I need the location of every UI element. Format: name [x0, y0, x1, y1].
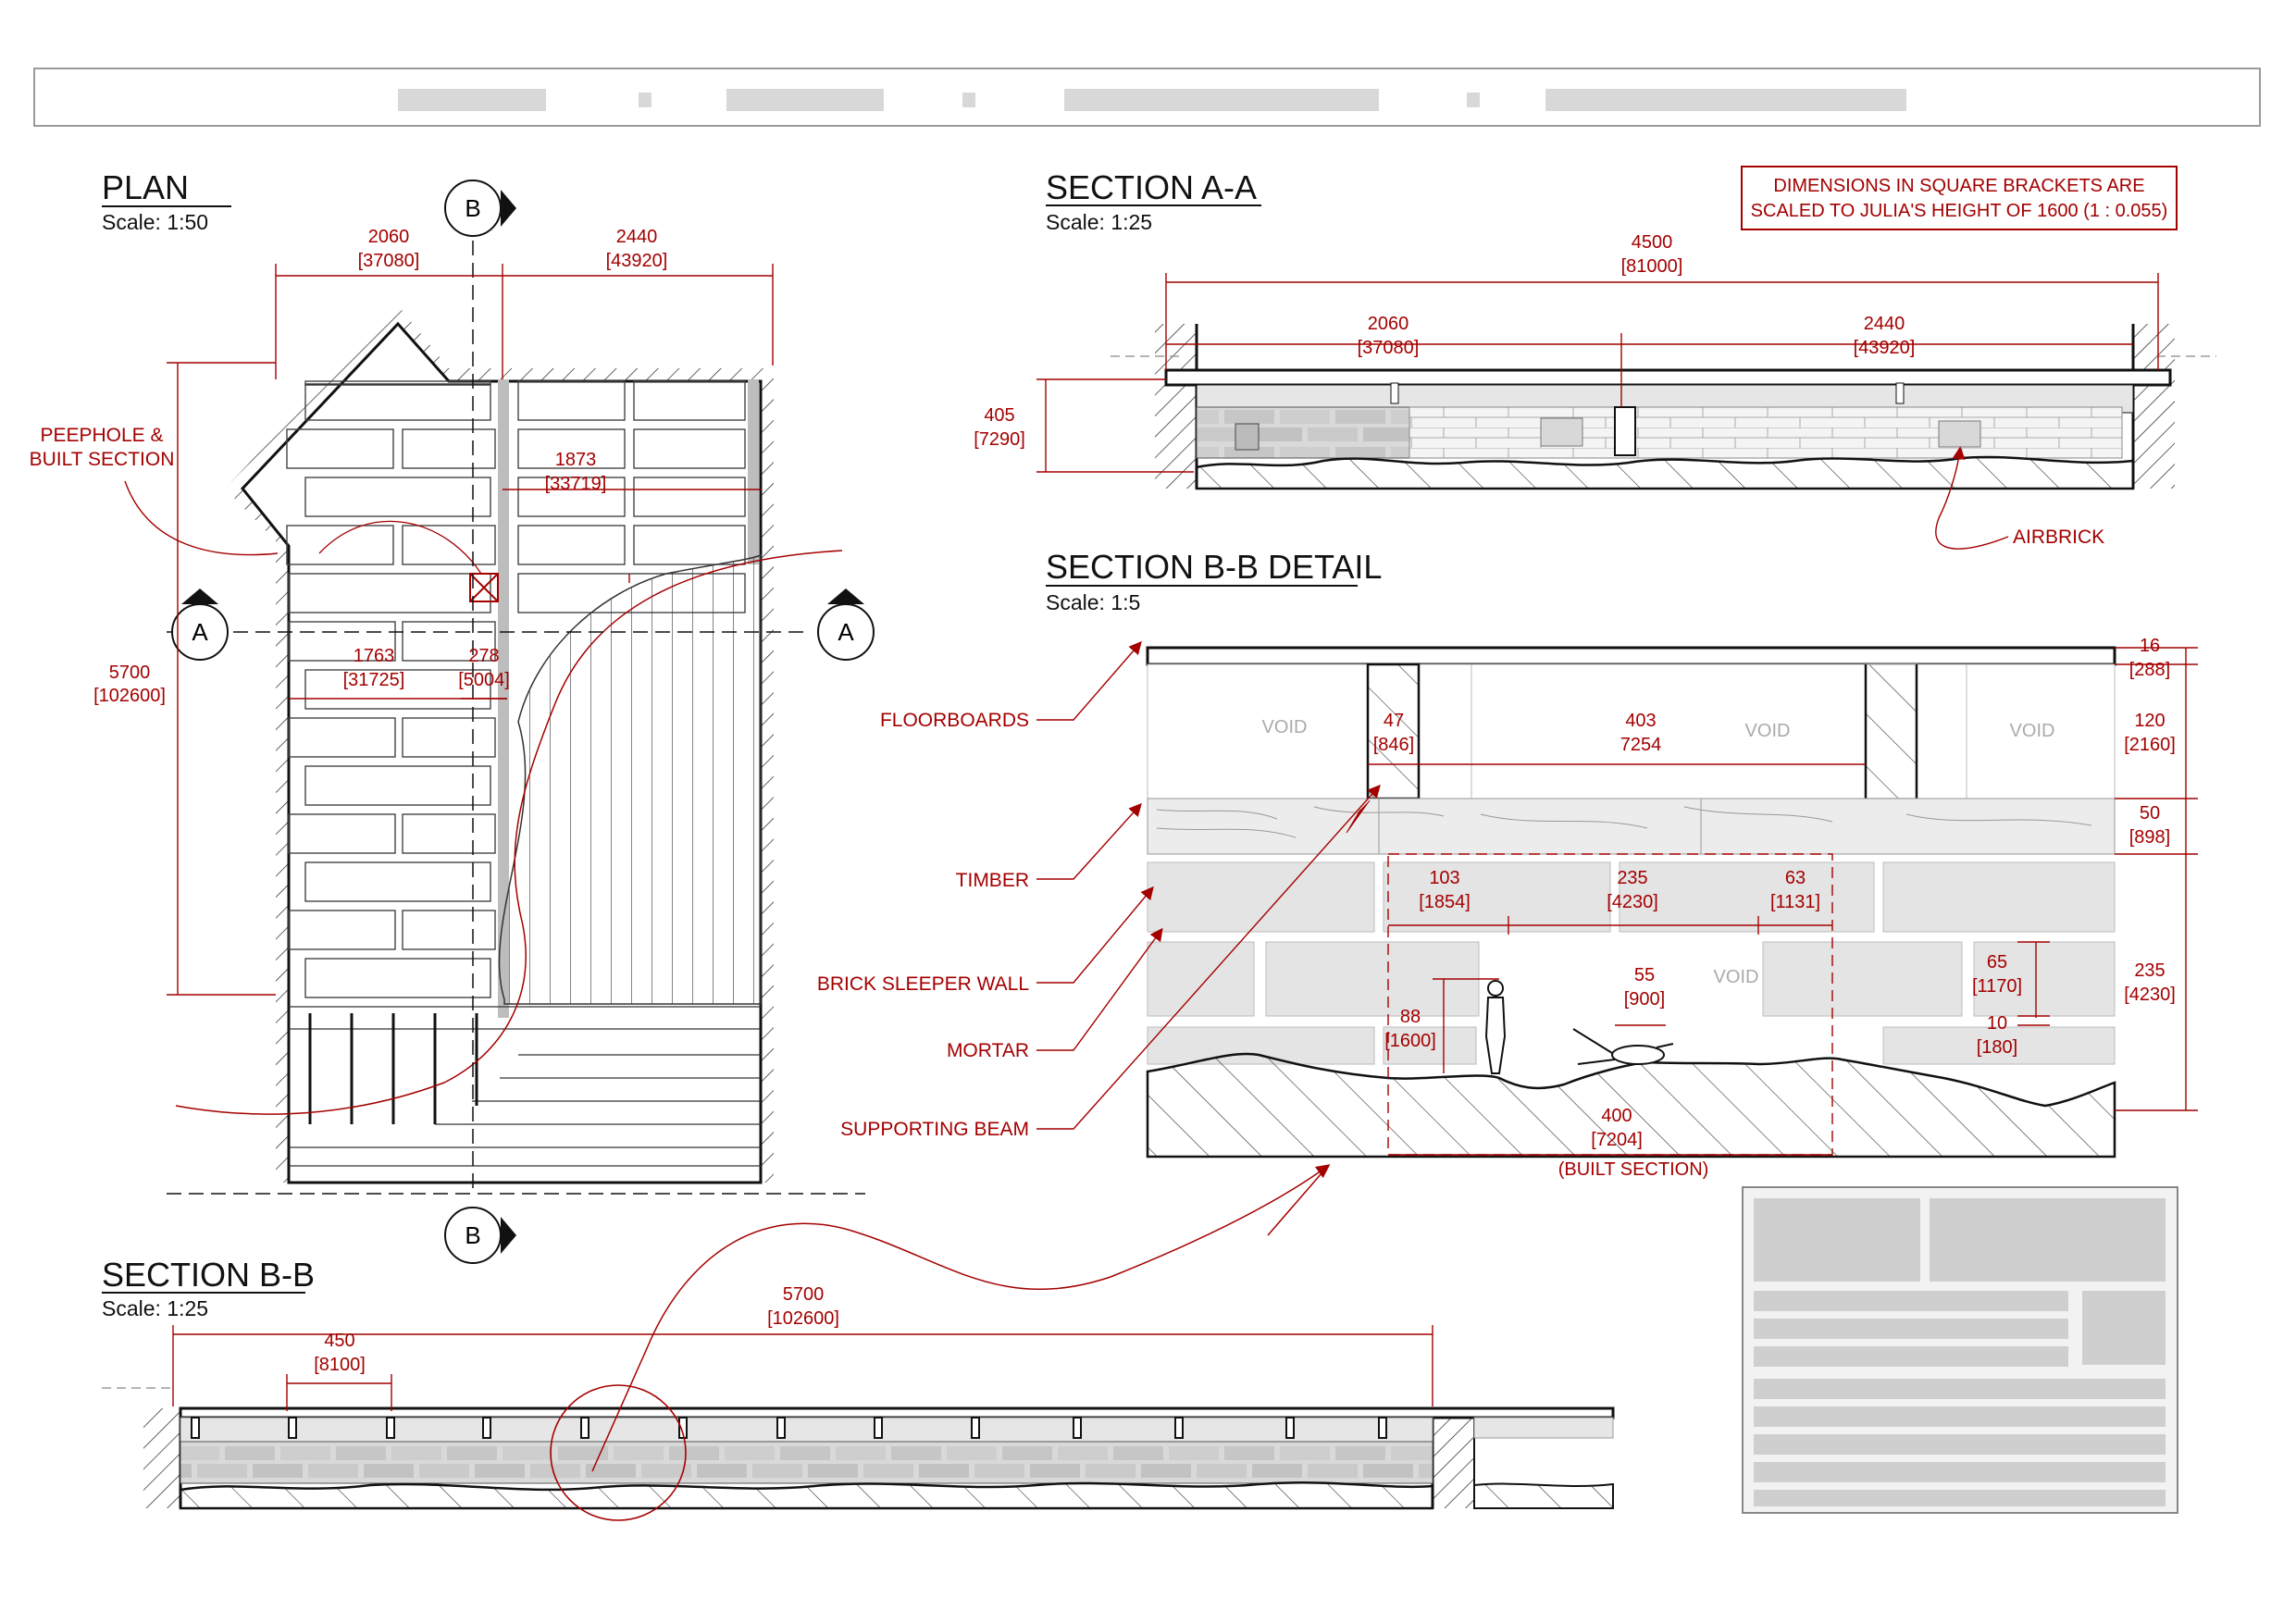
section-marker-b-top: B — [444, 180, 516, 237]
svg-text:[7290]: [7290] — [974, 429, 1025, 450]
plan-title: PLAN — [102, 168, 189, 206]
svg-text:(BUILT SECTION): (BUILT SECTION) — [1558, 1159, 1709, 1180]
svg-text:Scale: 1:25: Scale: 1:25 — [102, 1296, 208, 1320]
header-redacted-text — [398, 89, 1906, 111]
section-bb-dimensions — [172, 1325, 1433, 1411]
svg-text:[1600]: [1600] — [1384, 1031, 1436, 1051]
scale-note: DIMENSIONS IN SQUARE BRACKETS ARE SCALED… — [1741, 166, 2178, 230]
section-bb-detail-drawing: SECTION B-B DETAIL Scale: 1:5 — [1046, 548, 2116, 1158]
svg-text:47: 47 — [1384, 711, 1404, 731]
label-supporting-beam: SUPPORTING BEAM — [840, 1119, 1029, 1140]
svg-text:2060: 2060 — [1368, 314, 1409, 334]
svg-text:[37080]: [37080] — [1358, 338, 1420, 358]
svg-text:1763: 1763 — [354, 646, 395, 666]
svg-text:B: B — [465, 194, 480, 222]
title-block-redacted — [1742, 1186, 2178, 1514]
svg-text:278: 278 — [468, 646, 499, 666]
svg-text:7254: 7254 — [1620, 735, 1662, 755]
svg-text:63: 63 — [1785, 868, 1806, 888]
svg-text:103: 103 — [1429, 868, 1459, 888]
section-bb-detail-dimensions — [1368, 647, 2198, 1156]
svg-text:[102600]: [102600] — [93, 686, 166, 706]
svg-text:4500: 4500 — [1632, 232, 1673, 253]
svg-text:235: 235 — [2134, 960, 2165, 981]
svg-text:16: 16 — [2140, 636, 2160, 656]
svg-text:[4230]: [4230] — [1607, 892, 1658, 912]
svg-text:2060: 2060 — [368, 227, 410, 247]
svg-text:SECTION A-A: SECTION A-A — [1046, 168, 1257, 206]
svg-text:SCALED TO JULIA'S HEIGHT OF 16: SCALED TO JULIA'S HEIGHT OF 1600 (1 : 0.… — [1751, 201, 2168, 221]
svg-text:405: 405 — [984, 405, 1014, 426]
label-built-section: BUILT SECTION — [30, 449, 175, 470]
section-bb-drawing: SECTION B-B Scale: 1:25 — [102, 1164, 1615, 1521]
plan-dimensions — [167, 264, 774, 996]
label-airbrick: AIRBRICK — [2013, 527, 2104, 548]
svg-text:50: 50 — [2140, 803, 2160, 824]
svg-text:[2160]: [2160] — [2124, 735, 2176, 755]
svg-text:[8100]: [8100] — [314, 1355, 366, 1375]
svg-text:2440: 2440 — [1864, 314, 1905, 334]
svg-text:120: 120 — [2134, 711, 2165, 731]
svg-text:[1170]: [1170] — [1972, 976, 2022, 997]
svg-text:[7204]: [7204] — [1591, 1130, 1643, 1150]
svg-text:[102600]: [102600] — [767, 1308, 839, 1329]
plan-drawing: PLAN Scale: 1:50 — [102, 168, 865, 1195]
julia-figure — [1484, 980, 1507, 1074]
svg-text:Scale: 1:5: Scale: 1:5 — [1046, 590, 1140, 614]
svg-text:[37080]: [37080] — [358, 251, 420, 271]
svg-text:B: B — [465, 1221, 480, 1249]
label-brick-sleeper-wall: BRICK SLEEPER WALL — [817, 973, 1029, 995]
svg-text:A: A — [838, 618, 854, 646]
plan-scale: Scale: 1:50 — [102, 210, 208, 234]
section-aa-drawing: SECTION A-A Scale: 1:25 — [1046, 168, 2216, 490]
svg-text:A: A — [192, 618, 208, 646]
svg-text:[33719]: [33719] — [545, 474, 607, 494]
svg-text:VOID: VOID — [1745, 721, 1791, 741]
svg-text:55: 55 — [1634, 965, 1655, 985]
svg-text:[846]: [846] — [1373, 735, 1414, 755]
svg-text:[43920]: [43920] — [1854, 338, 1916, 358]
svg-text:65: 65 — [1987, 952, 2007, 973]
creature-figure — [1572, 1028, 1674, 1065]
svg-text:VOID: VOID — [1262, 717, 1308, 737]
svg-text:2440: 2440 — [616, 227, 658, 247]
svg-text:SECTION B-B DETAIL: SECTION B-B DETAIL — [1046, 548, 1382, 586]
svg-text:[900]: [900] — [1624, 989, 1665, 1010]
section-aa-dimensions — [1036, 273, 2159, 473]
svg-text:400: 400 — [1601, 1106, 1632, 1126]
svg-text:5700: 5700 — [109, 663, 151, 683]
label-floorboards: FLOORBOARDS — [880, 710, 1029, 731]
svg-text:VOID: VOID — [2010, 721, 2055, 741]
section-marker-a-right: A — [817, 588, 875, 661]
svg-text:SECTION B-B: SECTION B-B — [102, 1256, 315, 1294]
svg-text:5700: 5700 — [783, 1284, 825, 1305]
label-timber: TIMBER — [956, 870, 1029, 891]
section-marker-a-left: A — [171, 588, 229, 661]
svg-text:403: 403 — [1625, 711, 1656, 731]
svg-text:[1131]: [1131] — [1770, 892, 1820, 912]
svg-text:[898]: [898] — [2129, 827, 2170, 848]
svg-text:450: 450 — [324, 1331, 354, 1351]
svg-text:[288]: [288] — [2129, 660, 2170, 680]
svg-text:VOID: VOID — [1714, 967, 1759, 987]
svg-text:[81000]: [81000] — [1621, 256, 1683, 277]
svg-text:235: 235 — [1617, 868, 1647, 888]
svg-text:88: 88 — [1400, 1007, 1421, 1027]
svg-text:1873: 1873 — [555, 450, 597, 470]
svg-text:[1854]: [1854] — [1419, 892, 1471, 912]
label-peephole: PEEPHOLE & — [40, 425, 163, 446]
label-mortar: MORTAR — [947, 1040, 1029, 1061]
svg-text:Scale: 1:25: Scale: 1:25 — [1046, 210, 1152, 234]
svg-text:[31725]: [31725] — [343, 670, 405, 690]
svg-text:[180]: [180] — [1977, 1037, 2017, 1058]
svg-text:[4230]: [4230] — [2124, 985, 2176, 1005]
svg-text:DIMENSIONS IN SQUARE BRACKETS: DIMENSIONS IN SQUARE BRACKETS ARE — [1773, 176, 2144, 196]
section-marker-b-bottom: B — [444, 1207, 516, 1264]
svg-text:10: 10 — [1987, 1013, 2007, 1034]
svg-text:[5004]: [5004] — [458, 670, 510, 690]
svg-text:[43920]: [43920] — [606, 251, 668, 271]
